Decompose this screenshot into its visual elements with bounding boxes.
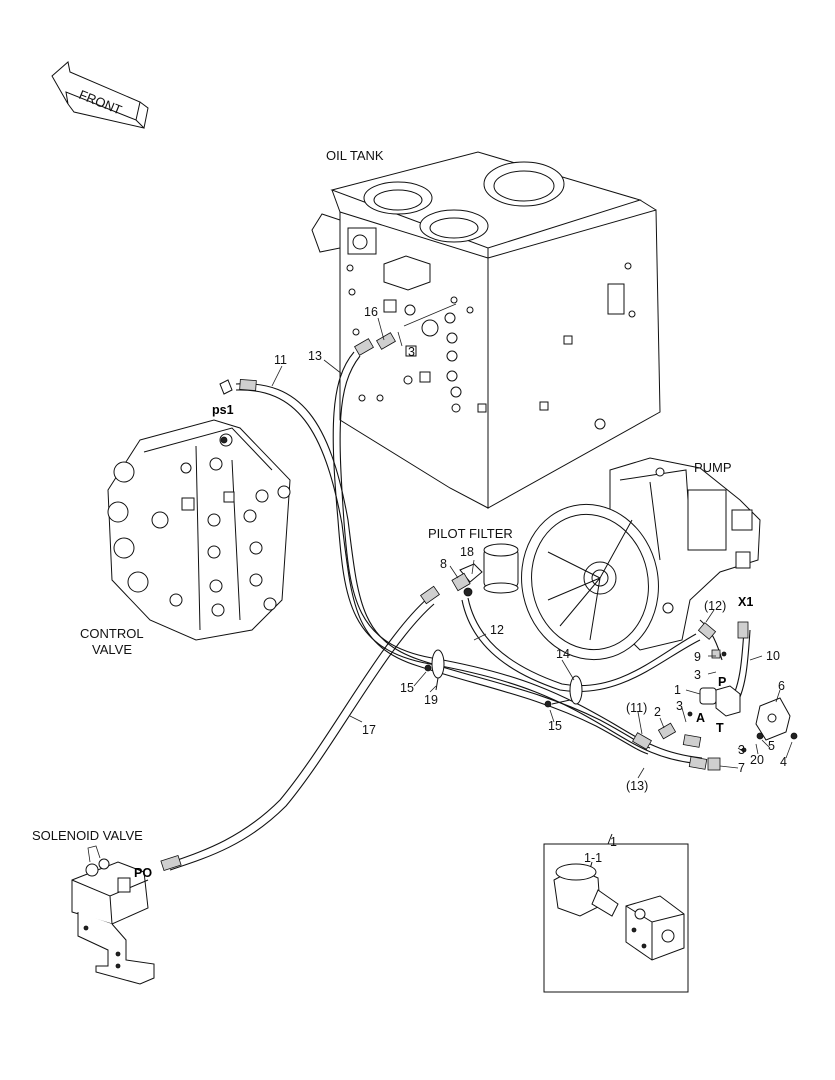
pump bbox=[521, 457, 761, 661]
part-11: 11 bbox=[274, 353, 287, 367]
part-15-left: 15 bbox=[400, 681, 414, 695]
port-a: A bbox=[696, 711, 705, 725]
part-18: 18 bbox=[460, 545, 474, 559]
control-valve bbox=[107, 379, 291, 641]
pilot-filter-label: PILOT FILTER bbox=[428, 526, 513, 541]
part-11-ref: (11) bbox=[626, 701, 647, 715]
component-labels: OIL TANK PUMP PILOT FILTER CONTROL VALVE… bbox=[32, 148, 732, 843]
part-10: 10 bbox=[766, 649, 780, 663]
part-19: 19 bbox=[424, 693, 438, 707]
part-12: 12 bbox=[490, 623, 504, 637]
inset-detail bbox=[543, 833, 689, 993]
front-arrow-icon: FRONT bbox=[51, 61, 149, 130]
port-p: P bbox=[718, 675, 726, 689]
solenoid-valve bbox=[71, 845, 155, 985]
part-1: 1 bbox=[674, 683, 681, 697]
control-valve-spools bbox=[107, 433, 291, 617]
hose-fittings bbox=[160, 332, 749, 872]
hoses bbox=[165, 351, 751, 871]
inset-part-1-1: 1-1 bbox=[584, 851, 602, 865]
part-8: 8 bbox=[440, 557, 447, 571]
part-2: 2 bbox=[654, 705, 661, 719]
part-20: 20 bbox=[750, 753, 764, 767]
port-po: PO bbox=[134, 866, 152, 880]
tank-fittings bbox=[346, 262, 636, 430]
part-14: 14 bbox=[556, 647, 570, 661]
part-5: 5 bbox=[768, 739, 775, 753]
part-13-ref: (13) bbox=[626, 779, 648, 793]
part-6: 6 bbox=[778, 679, 785, 693]
control-valve-label-line1: CONTROL bbox=[80, 626, 144, 641]
inset-part-1: 1 bbox=[610, 835, 617, 849]
part-7: 7 bbox=[738, 761, 745, 775]
hose-clamps bbox=[424, 649, 583, 708]
oil-tank-label: OIL TANK bbox=[326, 148, 384, 163]
port-labels: ps1 X1 P A T PO bbox=[134, 403, 753, 880]
part-13: 13 bbox=[308, 349, 322, 363]
solenoid-valve-label: SOLENOID VALVE bbox=[32, 828, 143, 843]
part-16: 16 bbox=[364, 305, 378, 319]
pilot-filter bbox=[459, 543, 519, 597]
part-numbers: 11 13 16 3 18 8 12 14 15 19 15 17 (12) 9… bbox=[274, 305, 787, 865]
valve-block bbox=[687, 651, 798, 753]
pump-label: PUMP bbox=[694, 460, 732, 475]
part-12-ref: (12) bbox=[704, 599, 726, 613]
part-3-p: 3 bbox=[694, 668, 701, 682]
port-t: T bbox=[716, 721, 724, 735]
part-3-a: 3 bbox=[676, 699, 683, 713]
leader-lines bbox=[271, 303, 793, 779]
part-15-right: 15 bbox=[548, 719, 562, 733]
oil-tank bbox=[311, 151, 661, 509]
part-17: 17 bbox=[362, 723, 376, 737]
part-4: 4 bbox=[780, 755, 787, 769]
part-3-tank: 3 bbox=[408, 345, 415, 359]
port-x1: X1 bbox=[738, 595, 753, 609]
control-valve-label-line2: VALVE bbox=[92, 642, 132, 657]
part-3-t: 3 bbox=[738, 743, 745, 757]
part-9: 9 bbox=[694, 650, 701, 664]
port-ps1: ps1 bbox=[212, 403, 234, 417]
